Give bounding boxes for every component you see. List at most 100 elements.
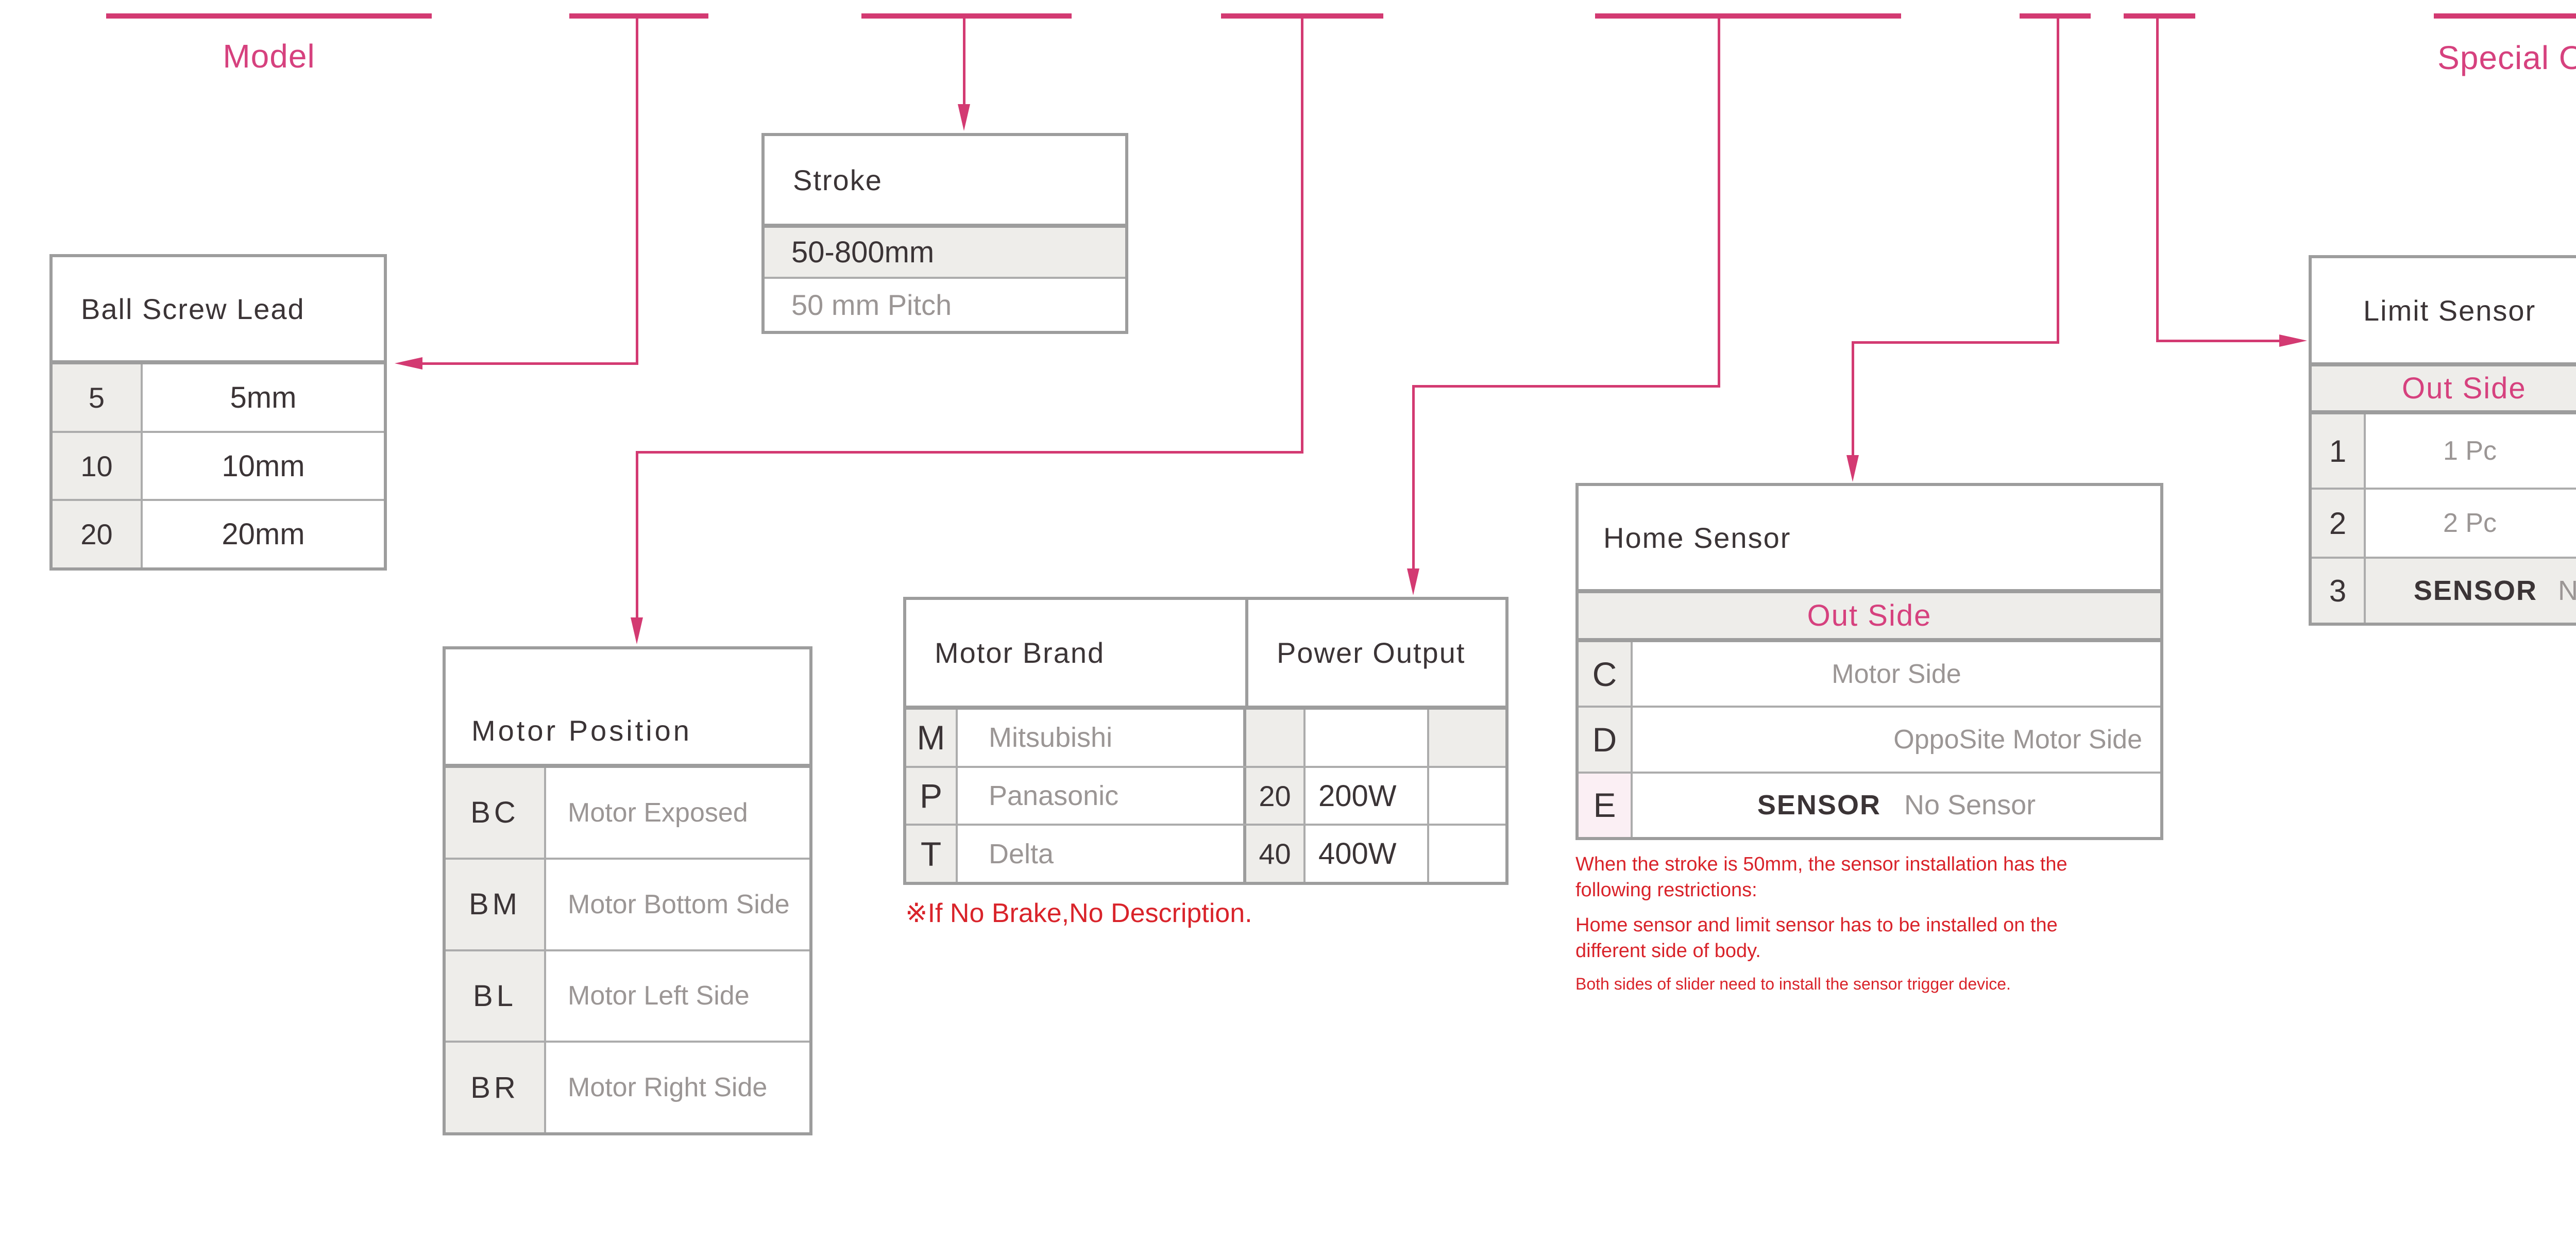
connector-home-sensor-vertical-1 <box>2057 15 2059 344</box>
sensor-gray-text: No Sensor <box>2557 575 2576 606</box>
value-cell: SENSOR No Sensor <box>1633 774 2160 837</box>
table-row: C Motor Side <box>1579 642 2160 706</box>
connector-power-output-vertical-2 <box>1412 385 1415 570</box>
value-cell: 1 Pc <box>2443 436 2497 466</box>
table-row: 20 20mm <box>53 499 384 568</box>
table-row: P Panasonic 20 200W <box>906 765 1505 824</box>
home-sensor-subheader: Out Side <box>1579 593 2160 642</box>
table-row: 1 1 Pc <box>2312 414 2576 488</box>
empty-cell <box>1429 710 1505 766</box>
power-output-title: Power Output <box>1277 637 1466 669</box>
table-row: BL Motor Left Side <box>446 949 809 1041</box>
table-row: D OppoSite Motor Side <box>1579 706 2160 772</box>
arrow-home-sensor-icon <box>1846 455 1859 482</box>
motor-position-title: Motor Position <box>446 649 809 768</box>
connector-power-output-horizontal <box>1412 385 1720 388</box>
code-cell: P <box>906 767 958 824</box>
code-cell: 20 <box>53 501 143 568</box>
limit-sensor-subheader: Out Side <box>2312 366 2576 414</box>
connector-ball-screw-horizontal <box>422 362 638 365</box>
table-row: 50-800mm <box>765 228 1125 279</box>
home-sensor-table: Home Sensor Out Side C Motor Side D Oppo… <box>1575 483 2163 840</box>
model-code-segment-6 <box>2020 13 2091 19</box>
motor-brand-title: Motor Brand <box>906 600 1248 706</box>
value-cell: 10mm <box>222 449 305 483</box>
empty-cell <box>1429 768 1505 824</box>
table-row: 2 2 Pc <box>2312 488 2576 557</box>
table-row: 3 SENSOR No Sensor <box>2312 557 2576 623</box>
home-sensor-title: Home Sensor <box>1579 486 2160 593</box>
power-value-cell: 200W <box>1306 767 1429 824</box>
code-cell: 2 <box>2312 490 2366 557</box>
limit-sensor-title: Limit Sensor <box>2312 258 2576 366</box>
arrow-limit-sensor-icon <box>2279 334 2307 347</box>
value-cell: SENSOR No Sensor <box>2366 559 2576 623</box>
connector-power-output-vertical-1 <box>1718 15 1720 388</box>
model-code-segment-3 <box>861 13 1072 19</box>
power-code-cell: 20 <box>1246 767 1306 824</box>
empty-cell <box>1429 826 1505 882</box>
table-row: BC Motor Exposed <box>446 768 809 858</box>
model-code-segment-5 <box>1595 13 1901 19</box>
table-row: 10 10mm <box>53 430 384 499</box>
brand-cell: Delta <box>958 826 1246 882</box>
sensor-strong-text: SENSOR <box>1757 790 1881 821</box>
sensor-strong-text: SENSOR <box>2413 575 2537 606</box>
code-cell: 5 <box>53 364 143 431</box>
brand-cell: Panasonic <box>958 767 1246 824</box>
special-order-segment <box>2434 13 2576 19</box>
connector-limit-sensor-vertical <box>2156 15 2159 342</box>
no-brake-note: ※If No Brake,No Description. <box>905 898 1252 929</box>
power-code-cell: 40 <box>1246 826 1306 882</box>
connector-stroke-vertical <box>963 15 965 104</box>
code-cell: 10 <box>53 432 143 499</box>
value-cell: 5mm <box>230 380 297 414</box>
sensor-gray-text: No Sensor <box>1904 790 2036 821</box>
connector-home-sensor-horizontal <box>1852 341 2059 344</box>
table-row: BM Motor Bottom Side <box>446 857 809 949</box>
value-cell: Motor Right Side <box>568 1073 768 1103</box>
ball-screw-lead-title: Ball Screw Lead <box>53 257 384 364</box>
connector-limit-sensor-horizontal <box>2156 340 2281 342</box>
table-row: T Delta 40 400W <box>906 824 1505 882</box>
stroke-table: Stroke 50-800mm 50 mm Pitch <box>761 133 1128 334</box>
code-cell: BL <box>446 951 546 1041</box>
code-cell: BM <box>446 859 546 949</box>
value-cell: OppoSite Motor Side <box>1893 724 2142 755</box>
code-cell: E <box>1579 773 1633 837</box>
no-brake-note-text: ※If No Brake,No Description. <box>905 898 1252 928</box>
ball-screw-lead-table: Ball Screw Lead 5 5mm 10 10mm 20 20mm <box>49 254 387 571</box>
value-cell: Motor Exposed <box>568 797 748 828</box>
connector-motor-position-horizontal <box>636 451 1303 454</box>
note-line: When the stroke is 50mm, the sensor inst… <box>1575 853 2067 901</box>
code-cell: D <box>1579 708 1633 772</box>
model-label: Model <box>223 38 315 75</box>
model-code-segment-2 <box>569 13 708 19</box>
home-sensor-notes: When the stroke is 50mm, the sensor inst… <box>1575 851 2122 1004</box>
connector-home-sensor-vertical-2 <box>1852 341 1854 456</box>
brand-cell: Mitsubishi <box>958 710 1246 766</box>
note-line: Both sides of slider need to install the… <box>1575 975 2011 993</box>
model-code-segment-7 <box>2124 13 2195 19</box>
code-cell: M <box>906 710 958 766</box>
code-cell: 1 <box>2312 414 2366 488</box>
code-cell: BR <box>446 1043 546 1132</box>
power-code-cell <box>1246 710 1306 766</box>
connector-motor-position-vertical-2 <box>636 451 638 618</box>
arrow-stroke-icon <box>958 104 970 131</box>
code-cell: T <box>906 826 958 882</box>
code-cell: 3 <box>2312 559 2366 623</box>
arrow-ball-screw-icon <box>395 357 422 370</box>
motor-brand-header: Motor Brand Power Output <box>906 600 1505 710</box>
power-value-cell: 400W <box>1306 826 1429 882</box>
stroke-range-cell: 50-800mm <box>791 236 935 269</box>
code-cell: BC <box>446 768 546 858</box>
value-cell: Motor Bottom Side <box>568 889 790 919</box>
value-cell: Motor Side <box>1832 659 1961 689</box>
connector-ball-screw-vertical <box>636 15 638 365</box>
stroke-title: Stroke <box>765 136 1125 228</box>
model-code-segment-1 <box>106 13 432 19</box>
value-cell: Motor Left Side <box>568 981 750 1011</box>
connector-motor-position-vertical-1 <box>1301 15 1303 454</box>
